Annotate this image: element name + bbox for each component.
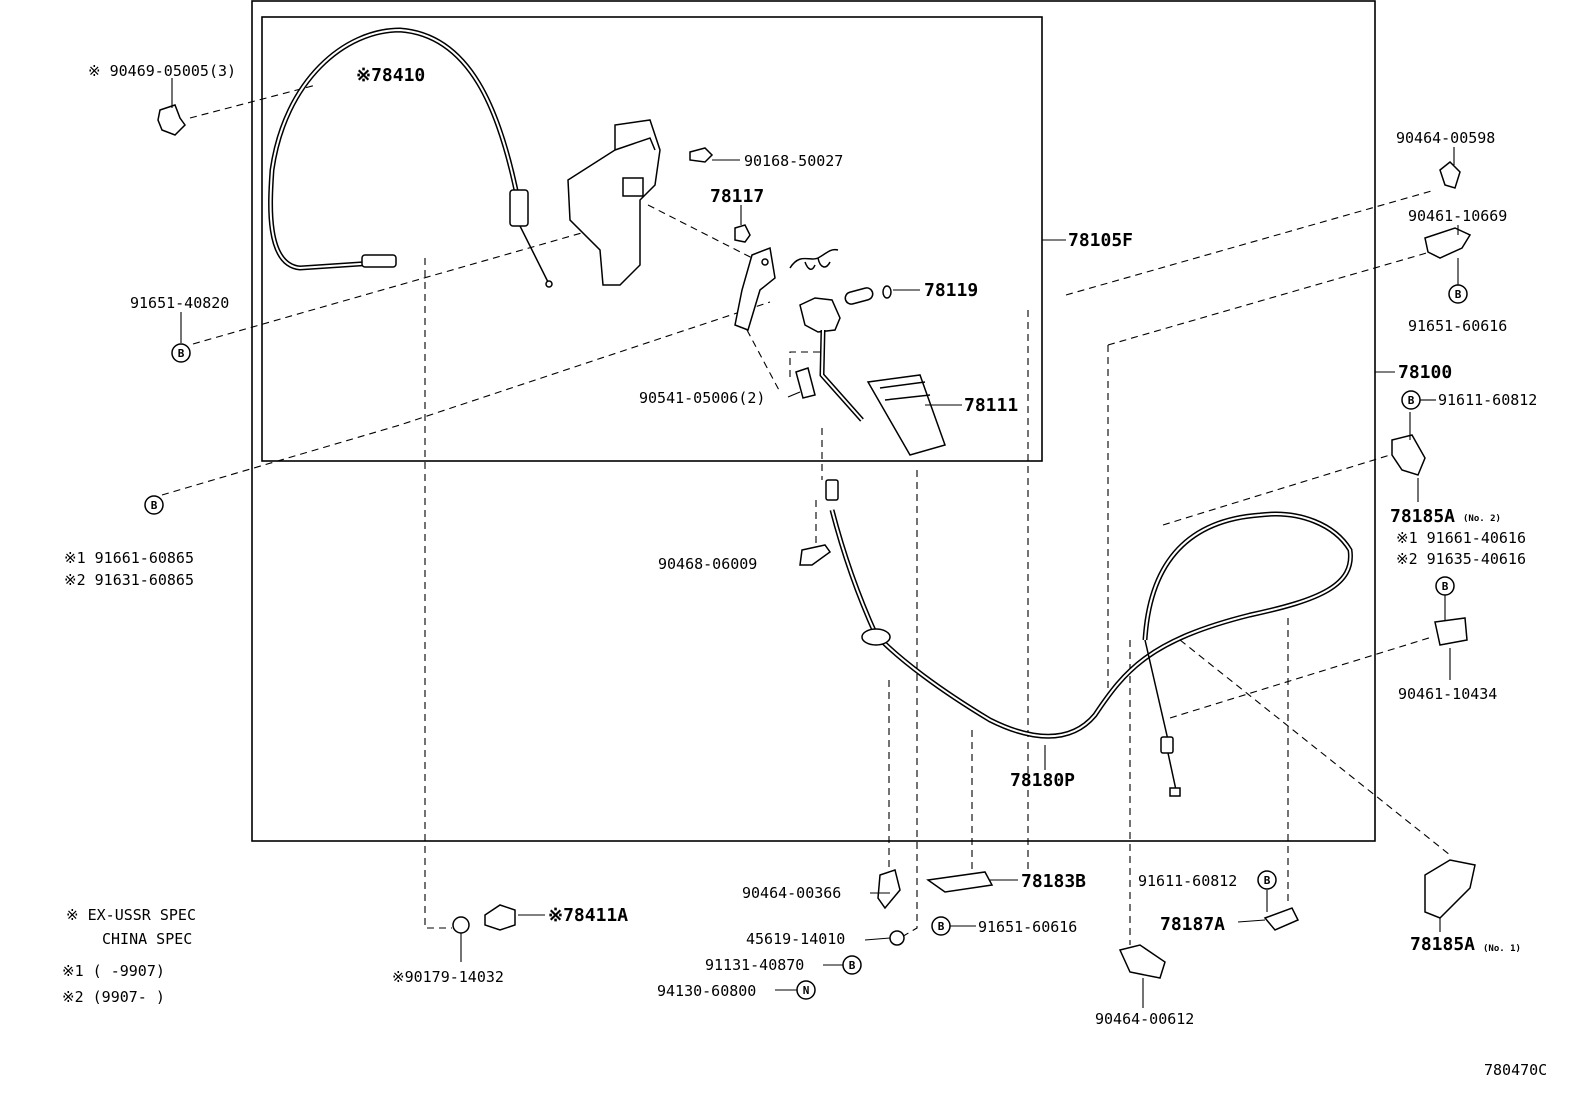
assembly-frame-78105F bbox=[261, 16, 1043, 462]
pedal-pad bbox=[866, 374, 946, 456]
label-78185A-no1-sub: (No. 1) bbox=[1483, 944, 1521, 954]
label-78180P: 78180P bbox=[1010, 770, 1075, 791]
bolt-symbol-label: B bbox=[151, 499, 158, 512]
label-94130-60800: 94130-60800 bbox=[657, 982, 756, 1000]
label-78183B: 78183B bbox=[1021, 871, 1086, 892]
bolt-symbol bbox=[1448, 284, 1468, 304]
label-90179-14032: ※90179-14032 bbox=[392, 968, 504, 986]
nut-symbol-label: N bbox=[803, 984, 810, 997]
cable-78180P bbox=[825, 479, 1353, 797]
label-78117: 78117 bbox=[710, 186, 764, 207]
bolt-symbol bbox=[931, 916, 951, 936]
note-ex-ussr-spec: ※ EX-USSR SPEC bbox=[66, 906, 196, 924]
label-91651-40820: 91651-40820 bbox=[130, 294, 229, 312]
label-90461-10434: 90461-10434 bbox=[1398, 685, 1497, 703]
cable-end-fitting bbox=[361, 254, 397, 268]
diagram-ref-code: 780470C bbox=[1484, 1061, 1547, 1079]
bolt-symbols: B B B B B B B B N bbox=[144, 284, 1468, 1000]
small-parts bbox=[157, 104, 1476, 979]
pedal-bracket bbox=[567, 119, 661, 286]
note-china-spec: CHINA SPEC bbox=[102, 930, 192, 948]
label-91651-60616-right: 91651-60616 bbox=[1408, 317, 1507, 335]
label-90464-00598: 90464-00598 bbox=[1396, 129, 1495, 147]
assembly-frame-78100 bbox=[251, 0, 1376, 842]
leader-lines bbox=[171, 78, 1459, 1008]
label-91611-60812-right: 91611-60812 bbox=[1438, 391, 1537, 409]
bolt-symbol-label: B bbox=[1408, 394, 1415, 407]
label-78185A-no2-sub: (No. 2) bbox=[1463, 514, 1501, 524]
label-78100: 78100 bbox=[1398, 362, 1452, 383]
label-91651-60616-bottom: 91651-60616 bbox=[978, 918, 1077, 936]
label-78185A-no1: 78185A bbox=[1410, 934, 1475, 955]
spec-notes: ※ EX-USSR SPEC CHINA SPEC ※1 ( -9907) ※2… bbox=[62, 906, 196, 1006]
bolt-symbol bbox=[1401, 390, 1421, 410]
return-spring bbox=[789, 248, 839, 270]
bolt-symbol-label: B bbox=[1442, 580, 1449, 593]
nut-symbol bbox=[796, 980, 816, 1000]
label-91131-40870: 91131-40870 bbox=[705, 956, 804, 974]
bolt-symbol bbox=[144, 495, 164, 515]
pedal-arm bbox=[799, 297, 864, 422]
label-91611-60812-bottom: 91611-60812 bbox=[1138, 872, 1237, 890]
bolt-symbol-label: B bbox=[849, 959, 856, 972]
label-91631-60865: ※2 91631-60865 bbox=[64, 571, 194, 589]
bolt-symbol-label: B bbox=[938, 920, 945, 933]
label-90168-50027: 90168-50027 bbox=[744, 152, 843, 170]
label-78105F: 78105F bbox=[1068, 230, 1133, 251]
label-91661-60865: ※1 91661-60865 bbox=[64, 549, 194, 567]
cable-adjuster bbox=[509, 189, 529, 227]
label-78185A-no2: 78185A bbox=[1390, 506, 1455, 527]
bolt-symbol bbox=[842, 955, 862, 975]
label-90464-00366: 90464-00366 bbox=[742, 884, 841, 902]
bolt-symbol bbox=[1257, 870, 1277, 890]
bushing bbox=[844, 285, 892, 305]
label-78410: ※78410 bbox=[356, 65, 425, 86]
label-78111: 78111 bbox=[964, 395, 1018, 416]
label-91635-40616: ※2 91635-40616 bbox=[1396, 550, 1526, 568]
label-90464-00612: 90464-00612 bbox=[1095, 1010, 1194, 1028]
pedal-lever bbox=[734, 246, 776, 331]
bolt-symbol-label: B bbox=[178, 347, 185, 360]
label-78187A: 78187A bbox=[1160, 914, 1225, 935]
bolt-symbol-label: B bbox=[1455, 288, 1462, 301]
bolt-symbol-label: B bbox=[1264, 874, 1271, 887]
label-90469-05005: ※ 90469-05005(3) bbox=[88, 62, 236, 80]
label-78411A: ※78411A bbox=[548, 905, 628, 926]
label-45619-14010: 45619-14010 bbox=[746, 930, 845, 948]
bolt-symbol bbox=[1435, 576, 1455, 596]
dashed-reference-lines bbox=[161, 84, 1451, 945]
note-date-range-1: ※1 ( -9907) bbox=[62, 962, 165, 980]
label-90468-06009: 90468-06009 bbox=[658, 555, 757, 573]
label-78119: 78119 bbox=[924, 280, 978, 301]
label-90541-05006: 90541-05006(2) bbox=[639, 389, 765, 407]
note-date-range-2: ※2 (9907- ) bbox=[62, 988, 165, 1006]
bolt-symbol bbox=[171, 343, 191, 363]
label-90461-10669: 90461-10669 bbox=[1408, 207, 1507, 225]
label-91661-40616: ※1 91661-40616 bbox=[1396, 529, 1526, 547]
cable-78410 bbox=[268, 27, 553, 288]
